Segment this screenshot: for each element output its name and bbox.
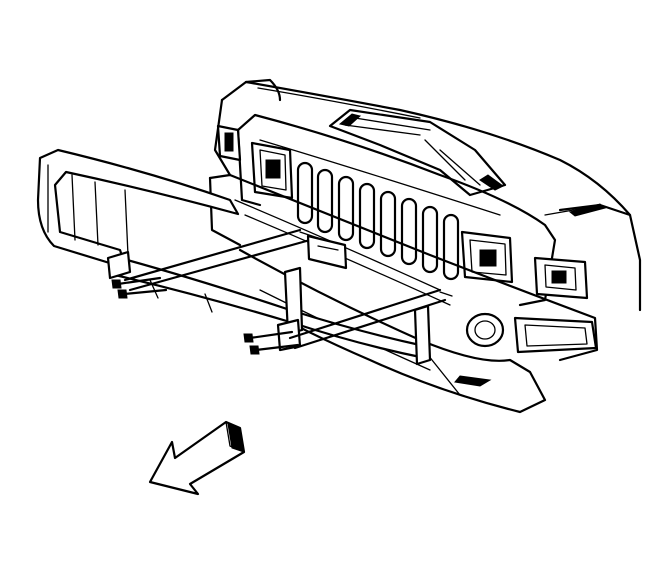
- grille-panel: [216, 113, 589, 307]
- brush-guard: [36, 148, 453, 366]
- hood: [213, 78, 642, 312]
- mounting-bolts: [111, 276, 300, 355]
- direction-arrow-icon: [148, 420, 246, 496]
- bolt-right-lower: [249, 343, 300, 355]
- bolt-right-upper: [243, 330, 294, 343]
- bolt-left-lower: [117, 288, 168, 299]
- bolt-left-upper: [111, 276, 162, 289]
